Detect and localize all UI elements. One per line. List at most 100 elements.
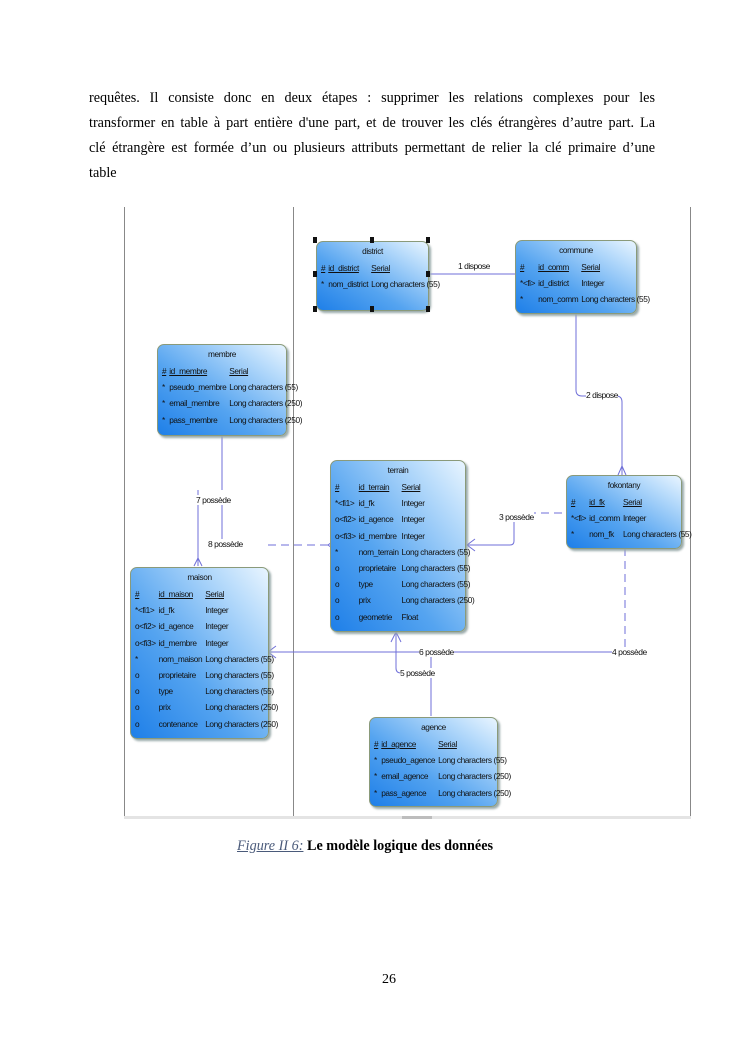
- crowfoot-maison-top: [193, 556, 203, 567]
- body-paragraph: requêtes. Il consiste donc en deux étape…: [89, 86, 655, 186]
- attr-name: id_comm: [589, 513, 620, 524]
- selection-handle[interactable]: [426, 271, 430, 277]
- relation-label-8: 8 possède: [208, 539, 243, 549]
- attr-marker: o: [335, 595, 340, 606]
- attribute-row: o type Long characters (55): [335, 576, 477, 592]
- crowfoot-terrain-bottom: [390, 630, 402, 643]
- attr-marker: o: [335, 579, 340, 590]
- paragraph-line: requêtes. Il consiste donc en deux étape…: [89, 90, 655, 106]
- attr-type: Integer: [205, 637, 229, 648]
- attr-type: Serial: [401, 482, 421, 493]
- entity-title: commune: [559, 245, 593, 255]
- frame-right-border: [690, 207, 691, 817]
- frame-divider: [293, 207, 294, 817]
- relation-label-2: 2 dispose: [586, 390, 618, 400]
- attr-type: Long characters (55): [401, 546, 471, 557]
- attr-marker: *: [162, 414, 165, 425]
- selection-handle[interactable]: [313, 237, 317, 243]
- attr-name: contenance: [158, 718, 198, 729]
- attr-marker: #: [321, 263, 326, 274]
- attr-name: type: [158, 686, 173, 697]
- attr-type: Serial: [622, 497, 642, 508]
- attr-name: type: [358, 579, 373, 590]
- attr-marker: *: [520, 294, 523, 305]
- selection-handle[interactable]: [426, 237, 430, 243]
- relation-label-1: 1 dispose: [458, 261, 490, 271]
- attr-type: Integer: [581, 278, 605, 289]
- attr-name: id_terrain: [358, 482, 390, 493]
- attr-name: pseudo_agence: [381, 755, 436, 766]
- attr-name: id_membre: [358, 530, 397, 541]
- attr-type: Integer: [401, 498, 425, 509]
- relation-label-5: 5 possède: [400, 668, 435, 678]
- attr-type: Long characters (250): [205, 718, 278, 729]
- scrollbar-thumb[interactable]: [402, 816, 432, 819]
- attr-name: id_agence: [158, 621, 194, 632]
- attr-marker: *: [374, 787, 377, 798]
- attr-name: id_fk: [589, 497, 605, 508]
- figure-caption: Figure II 6: Le modèle logique des donné…: [237, 838, 493, 855]
- selection-handle[interactable]: [426, 306, 430, 312]
- entity-title: terrain: [387, 465, 409, 475]
- attr-type: Long characters (250): [438, 771, 511, 782]
- frame-left-border: [124, 207, 125, 817]
- attr-marker: #: [520, 262, 525, 273]
- attr-marker: *: [135, 653, 138, 664]
- attr-type: Long characters (55): [371, 279, 440, 290]
- attr-marker: #: [374, 739, 379, 750]
- attr-marker: *: [571, 529, 574, 540]
- selection-handle[interactable]: [313, 271, 317, 277]
- attr-name: nom_comm: [538, 294, 579, 305]
- selection-handle[interactable]: [370, 306, 374, 312]
- attr-marker: o: [335, 563, 340, 574]
- attr-type: Serial: [581, 262, 601, 273]
- attr-type: Integer: [205, 605, 229, 616]
- attr-marker: *<fi1>: [335, 498, 355, 509]
- selection-handle[interactable]: [370, 237, 374, 243]
- attr-marker: o: [135, 686, 140, 697]
- attr-type: Long characters (55): [401, 579, 471, 590]
- attr-marker: *: [162, 398, 165, 409]
- attr-name: id_maison: [158, 589, 194, 600]
- attr-type: Serial: [438, 739, 457, 750]
- attr-marker: o: [135, 702, 140, 713]
- selection-handle[interactable]: [313, 306, 317, 312]
- page-number: 26: [382, 972, 396, 987]
- entity-title: agence: [421, 722, 446, 732]
- attr-type: Serial: [229, 366, 249, 377]
- attr-type: Integer: [205, 621, 229, 632]
- attr-marker: *: [374, 771, 377, 782]
- attr-type: Integer: [401, 514, 425, 525]
- attr-name: nom_district: [328, 279, 369, 290]
- attr-type: Long characters (55): [205, 653, 274, 664]
- attr-name: geometrie: [358, 611, 393, 622]
- attr-type: Long characters (55): [438, 755, 507, 766]
